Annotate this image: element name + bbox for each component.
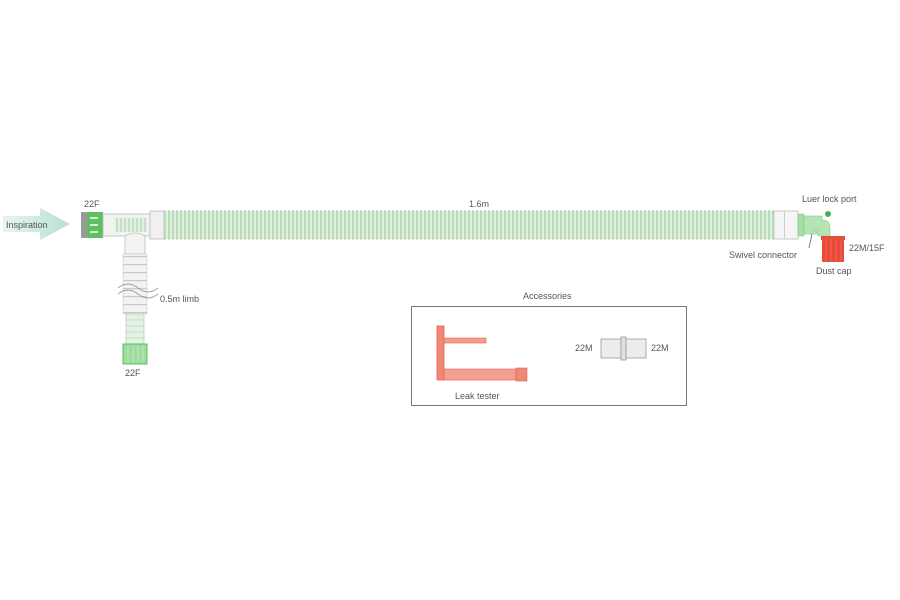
dust-cap-label: Dust cap [816, 266, 852, 276]
inlet-connector-label: 22F [84, 199, 100, 209]
leak-tester-label: Leak tester [455, 391, 500, 401]
limb-length-label: 0.5m limb [160, 294, 200, 304]
elbow-connector-label: 22M/15F [849, 243, 885, 253]
accessories-title: Accessories [523, 291, 572, 301]
swivel-connector [797, 211, 831, 249]
main-tube [164, 210, 774, 240]
dust-cap [821, 236, 845, 262]
inspiration-arrow-icon [3, 208, 70, 240]
adapter-left-label: 22M [575, 343, 593, 353]
leak-tester-icon [436, 325, 528, 382]
adapter-22m-icon [600, 336, 647, 361]
accessories-box [411, 306, 687, 406]
swivel-connector-label: Swivel connector [729, 250, 798, 260]
main-tube-length-label: 1.6m [469, 199, 490, 209]
patient-end-cuff [773, 210, 799, 240]
inspiration-label: Inspiration [6, 220, 48, 230]
luer-lock-port-label: Luer lock port [802, 194, 857, 204]
limb-tube [117, 232, 159, 365]
adapter-right-label: 22M [651, 343, 669, 353]
limb-connector-label: 22F [125, 368, 141, 378]
inlet-connector [81, 210, 165, 240]
